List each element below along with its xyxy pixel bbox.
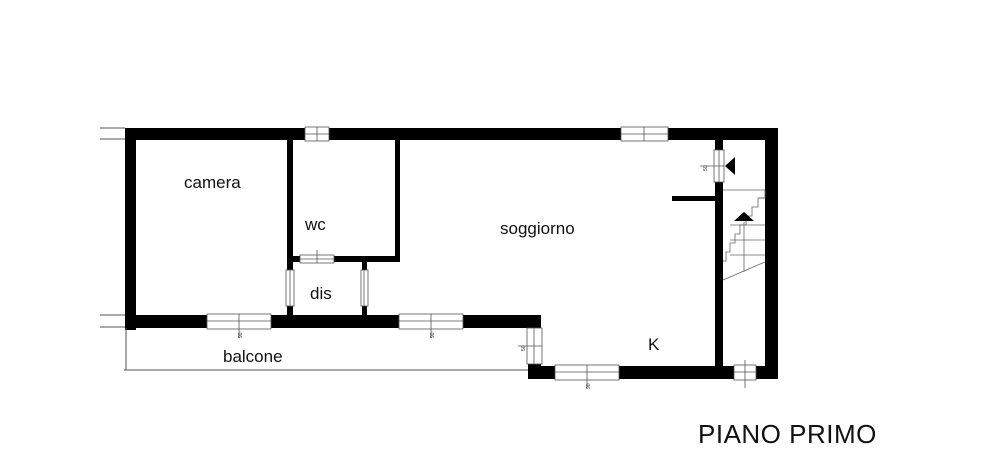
wall-left bbox=[125, 128, 136, 330]
svg-text:90: 90 bbox=[238, 332, 244, 338]
walls bbox=[125, 128, 778, 379]
door-dis-right bbox=[360, 269, 369, 307]
wall-camera-wc bbox=[287, 140, 293, 315]
svg-text:50: 50 bbox=[521, 345, 527, 351]
stairs bbox=[722, 189, 766, 281]
openings bbox=[206, 126, 757, 388]
dimension-marks: 90 90 90 50 50 bbox=[238, 165, 709, 389]
plan-title: PIANO PRIMO bbox=[698, 419, 877, 449]
triangle-left-icon bbox=[725, 157, 735, 175]
room-label-balcone: balcone bbox=[223, 347, 283, 366]
wall-stub bbox=[672, 196, 720, 201]
svg-text:50: 50 bbox=[703, 165, 709, 171]
room-label-wc: wc bbox=[304, 215, 326, 234]
room-label-camera: camera bbox=[184, 173, 241, 192]
wall-stair bbox=[715, 140, 723, 366]
balcony-outline bbox=[100, 127, 528, 371]
wall-wc-soggiorno bbox=[395, 140, 400, 262]
triangle-up-icon bbox=[734, 212, 754, 221]
svg-text:90: 90 bbox=[430, 332, 436, 338]
wall-bottom-left bbox=[125, 315, 541, 328]
room-label-dis: dis bbox=[310, 284, 332, 303]
wall-right bbox=[765, 128, 778, 379]
room-label-soggiorno: soggiorno bbox=[500, 219, 575, 238]
wall-top bbox=[125, 128, 778, 140]
wall-wc-bottom bbox=[287, 256, 400, 262]
room-label-kitchen: K bbox=[648, 335, 660, 354]
svg-text:90: 90 bbox=[586, 383, 592, 389]
